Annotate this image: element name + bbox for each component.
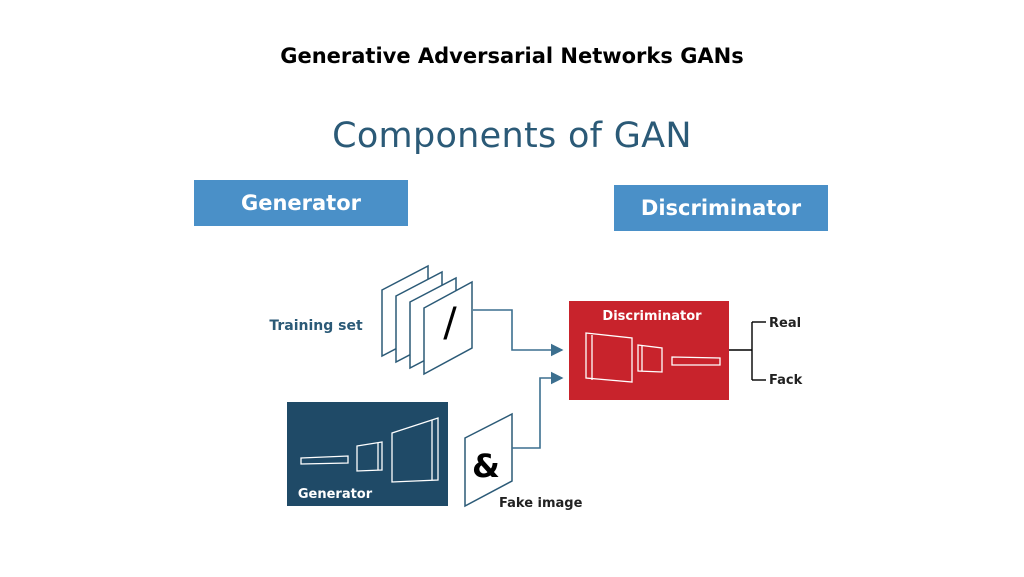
output-branches [729,321,766,381]
gen-layer-1 [300,455,349,465]
generator-layers [300,417,439,483]
fake-image-glyph: & [472,447,500,485]
disc-layer-3 [671,356,721,366]
generator-block-label: Generator [298,487,373,502]
discriminator-layers [585,332,721,383]
training-set-stack [381,264,473,376]
discriminator-label: Discriminator [614,185,828,231]
diagram-title: Components of GAN [332,116,692,156]
discriminator-block-label: Discriminator [602,309,702,324]
generator-label: Generator [194,180,408,226]
fake-image-label: Fake image [499,496,583,511]
gen-layer-2 [356,441,383,472]
generator-block [287,402,448,506]
disc-layer-2 [637,344,663,373]
discriminator-block [569,301,729,400]
output-fake-label: Fack [769,373,803,388]
training-glyph: / [443,300,457,346]
output-real-label: Real [769,316,801,331]
disc-layer-1 [585,332,633,383]
gen-layer-3 [391,417,439,483]
training-image-4 [423,280,473,376]
fake-image-frame [464,412,513,508]
page-title: Generative Adversarial Networks GANs [280,44,744,68]
training-to-discriminator-arrow [473,309,564,357]
training-set-label: Training set [269,318,363,334]
fake-to-discriminator-arrow [512,371,564,449]
